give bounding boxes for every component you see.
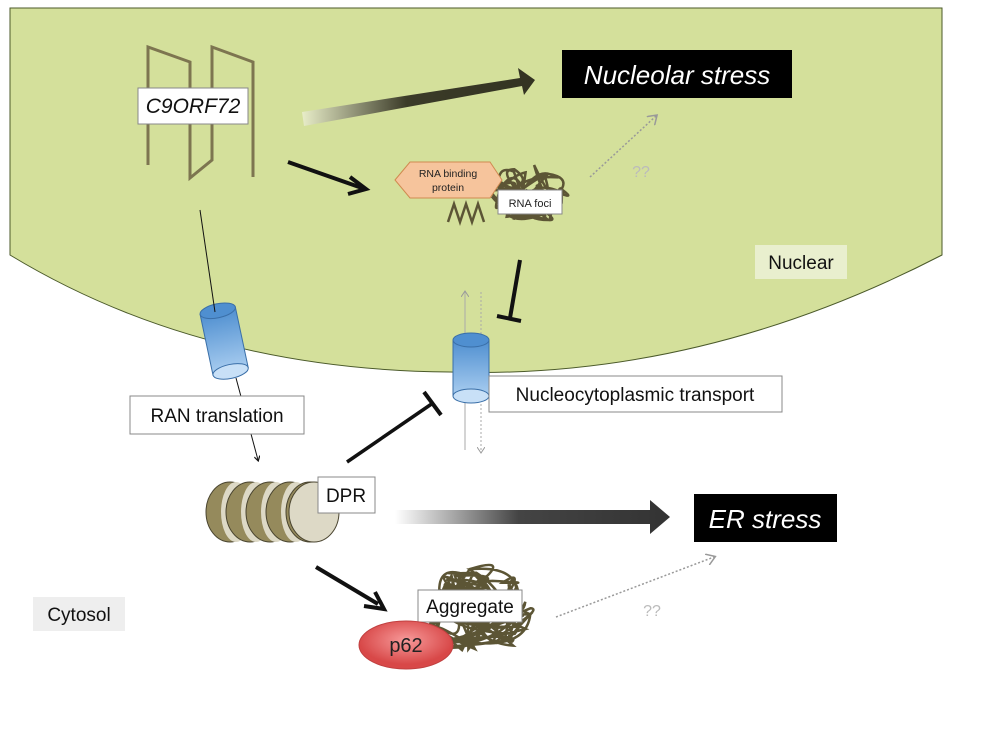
gradient-arrow-nucleolar <box>302 68 535 126</box>
rna-strand-icon <box>446 200 486 226</box>
dpr-stack-icon <box>205 481 340 543</box>
dotted-arrow-er <box>555 557 714 618</box>
er-stress-box <box>694 494 837 542</box>
dpr-box <box>317 476 376 514</box>
c9orf72-box <box>137 87 249 125</box>
ran-translation-label: RAN translation <box>150 406 283 427</box>
transport-box <box>488 375 783 413</box>
nuclear-pore-left-icon <box>199 302 249 380</box>
arrowhead <box>347 175 371 196</box>
cytosol-label: Cytosol <box>47 605 110 626</box>
dpr-label: DPR <box>326 486 366 507</box>
gradient-arrow-er <box>395 500 670 534</box>
dotted-arrow-nucleolar <box>589 116 656 178</box>
nucleolar-stress-label: Nucleolar stress <box>584 60 770 90</box>
aggregate-box <box>417 589 523 623</box>
unknown-link-er: ?? <box>643 603 661 620</box>
rna-binding-protein-label-line2: protein <box>432 182 464 194</box>
nuclear-pore-right-icon <box>452 332 490 404</box>
inhibit-bar <box>496 314 522 323</box>
nuclear-label-bg <box>755 245 847 279</box>
transcript-line <box>199 209 216 313</box>
arrow-dpr-to-aggregate <box>314 565 380 606</box>
rna-foci-box <box>497 189 563 215</box>
inhibit-foci-transport <box>508 259 522 319</box>
rna-foci-label: RNA foci <box>509 198 552 210</box>
unknown-link-nucleolar: ?? <box>632 164 650 181</box>
er-stress-label: ER stress <box>709 504 822 534</box>
nuclear-label: Nuclear <box>768 253 834 274</box>
rna-binding-protein-shape <box>394 161 503 199</box>
arrow-gene-to-foci <box>287 160 363 190</box>
nucleolar-stress-box <box>562 50 792 98</box>
p62-shape <box>358 620 454 670</box>
inhibit-bar <box>422 390 443 417</box>
inhibit-dpr-transport <box>346 401 434 464</box>
cytosol-label-bg <box>33 597 125 631</box>
ran-translation-box <box>129 395 305 435</box>
arrowhead <box>363 591 388 612</box>
rna-binding-protein-label-line1: RNA binding <box>419 168 478 180</box>
aggregate-label: Aggregate <box>426 597 514 618</box>
c9orf72-hairpin-icon <box>146 44 255 182</box>
c9orf72-label: C9ORF72 <box>146 95 241 118</box>
p62-label: p62 <box>389 635 422 657</box>
transport-label: Nucleocytoplasmic transport <box>516 385 755 406</box>
